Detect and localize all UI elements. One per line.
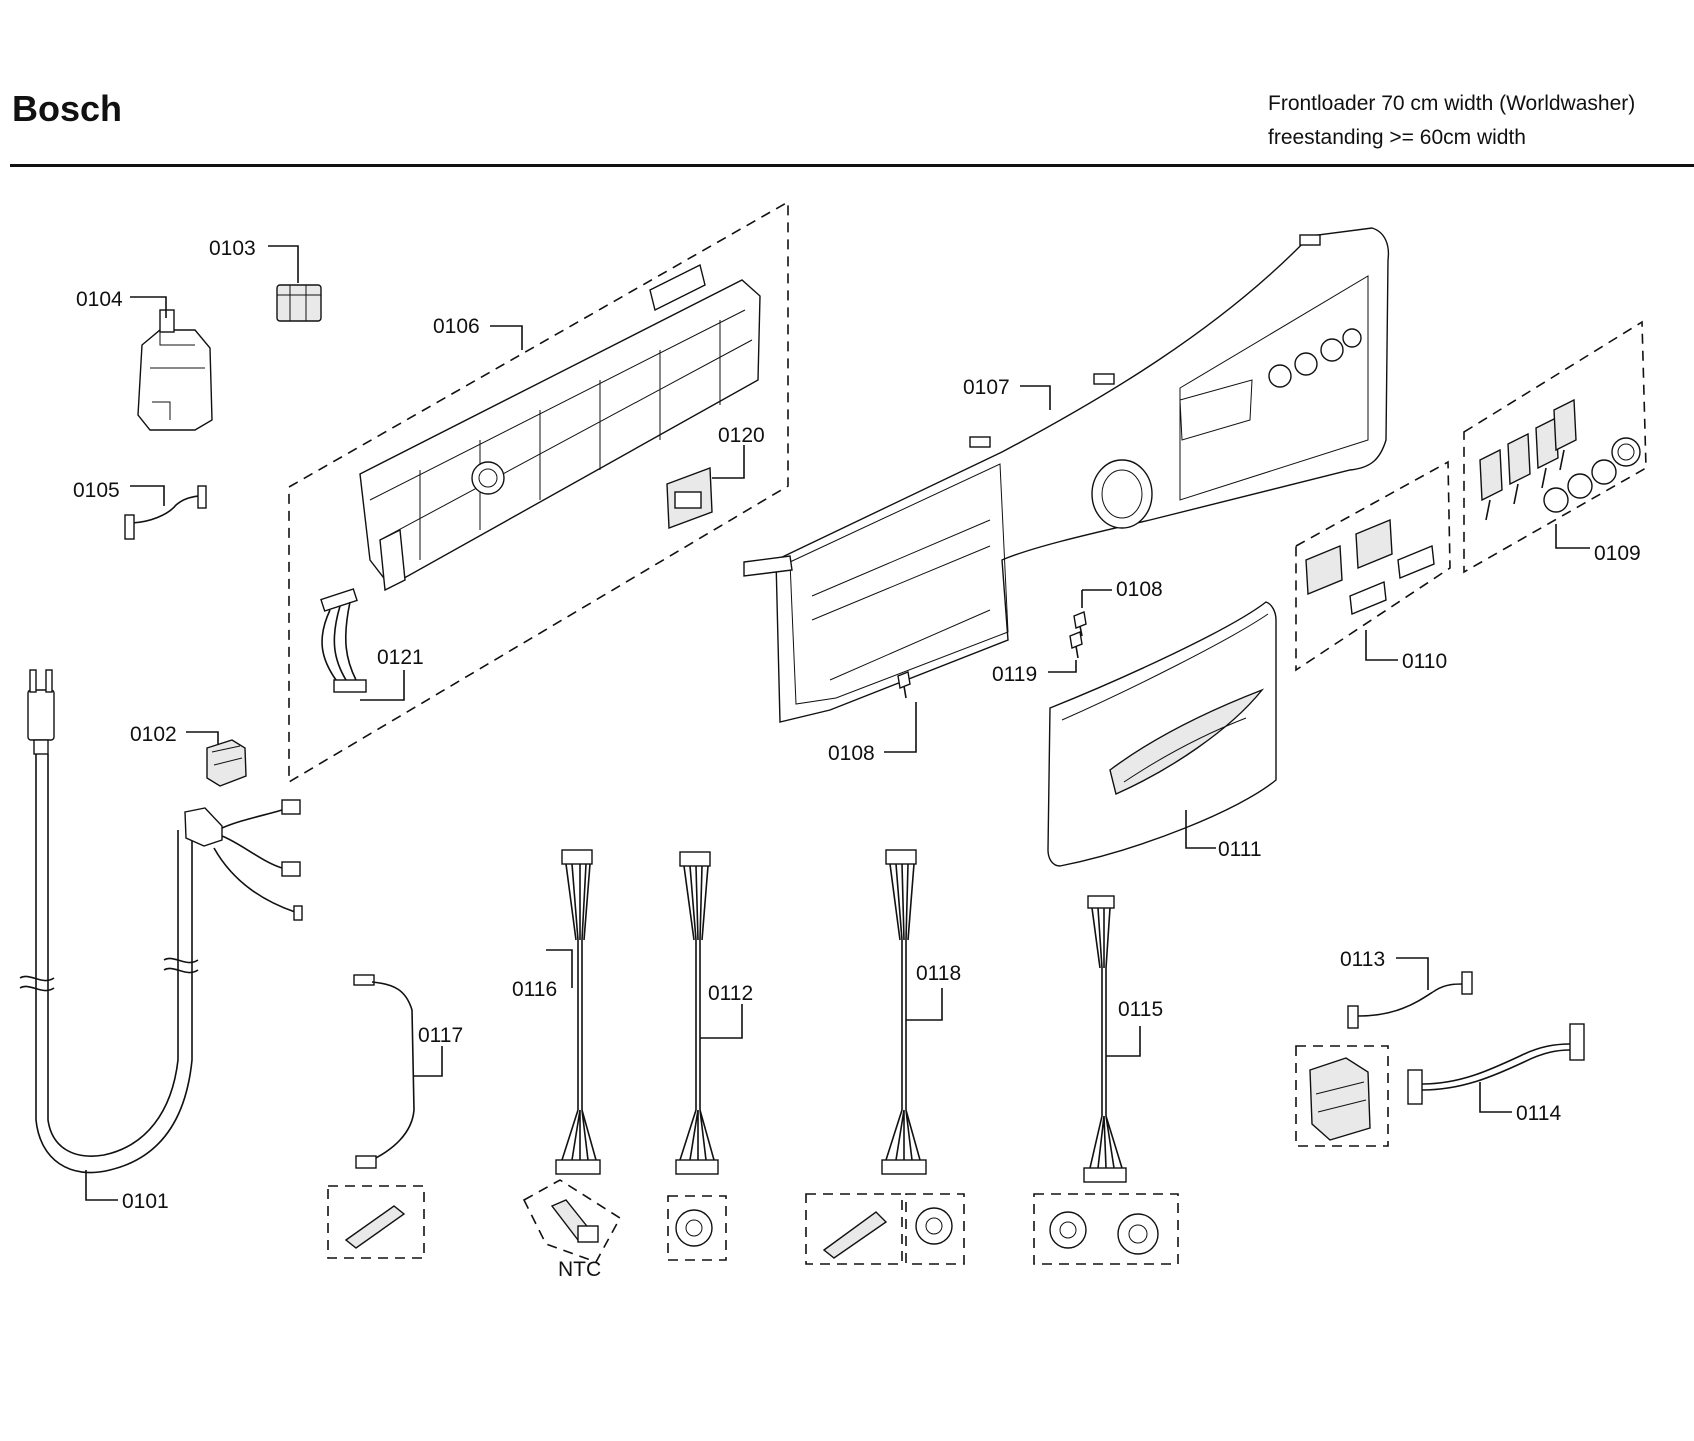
label-0116: 0116 [512,978,557,1001]
label-0121: 0121 [377,646,424,669]
inset-0114 [1295,1045,1389,1147]
label-0120: 0120 [718,424,765,447]
leader-0109 [1555,524,1590,549]
part-0118-drawing [881,849,927,1175]
part-0110-drawing [1305,518,1435,616]
header-divider [10,164,1694,167]
inset-0117-component [344,1205,406,1249]
label-0112: 0112 [708,982,753,1005]
inset-0115 [1033,1193,1179,1265]
part-0111-drawing [1047,601,1277,867]
inset-0118-right-component [915,1207,953,1245]
part-0120-drawing [666,467,713,529]
leader-0117 [414,1046,443,1077]
label-0101: 0101 [122,1190,169,1213]
part-0119-drawing [1069,631,1083,659]
label-0108-upper: 0108 [1116,578,1163,601]
leader-0112 [700,1004,743,1039]
label-0107: 0107 [963,376,1010,399]
label-0113: 0113 [1340,948,1385,971]
part-0102-drawing [206,739,247,787]
leader-0115 [1106,1026,1141,1057]
label-0102: 0102 [130,723,177,746]
leader-0118 [906,988,943,1021]
part-0104-drawing [137,309,213,431]
leader-0119 [1048,660,1077,673]
label-0114: 0114 [1516,1102,1561,1125]
label-0103: 0103 [209,237,256,260]
inset-0115-component [1049,1211,1159,1255]
leader-0121 [360,670,405,701]
part-0114-drawing [1407,1023,1585,1105]
leader-0102 [186,731,219,745]
label-ntc: NTC [558,1258,601,1281]
inset-0112 [667,1195,727,1261]
leader-0104 [130,296,167,318]
leader-0106 [490,325,523,350]
label-0108-lower: 0108 [828,742,875,765]
leader-0108-lower [884,702,917,753]
label-0106: 0106 [433,315,480,338]
leader-0103 [268,245,299,283]
part-0107-drawing [743,227,1390,723]
part-0112-drawing [675,851,719,1175]
part-0103-drawing [276,284,322,322]
brand-title: Bosch [12,88,123,129]
leader-0113 [1396,957,1429,990]
label-0110: 0110 [1402,650,1447,673]
part-0121-drawing [320,588,367,693]
group-outline-control-module [288,200,789,784]
part-0108-upper-drawing [1073,611,1087,637]
leader-0116 [546,949,573,988]
label-0119: 0119 [992,663,1037,686]
label-0117: 0117 [418,1024,463,1047]
part-0115-drawing [1083,895,1127,1183]
label-0105: 0105 [73,479,120,502]
label-0104: 0104 [76,288,123,311]
part-0109-drawing [1479,398,1641,521]
model-description-line-2: freestanding >= 60cm width [1268,126,1526,149]
leader-0108-upper [1081,589,1112,608]
leader-0105 [130,485,165,506]
leader-0107 [1020,385,1051,410]
inset-ntc [522,1179,622,1263]
label-0115: 0115 [1118,998,1163,1021]
part-0105-drawing [124,485,207,540]
inset-0112-component [675,1209,713,1247]
model-description-line-1: Frontloader 70 cm width (Worldwasher) [1268,92,1636,115]
part-0117-drawing [353,974,415,1169]
label-0109: 0109 [1594,542,1641,565]
inset-0114-component [1309,1057,1371,1141]
leader-0101 [85,1170,118,1201]
inset-0118-right [905,1193,965,1265]
group-outline-0110 [1295,460,1451,672]
leader-0120 [712,445,745,479]
inset-0118-left [805,1193,903,1265]
part-0101-drawing [19,669,303,1174]
leader-0114 [1479,1082,1512,1113]
label-0118: 0118 [916,962,961,985]
part-0108-lower-drawing [897,671,911,699]
group-outline-0109 [1463,320,1647,574]
inset-0118-left-component [822,1211,888,1259]
part-0116-drawing [555,849,601,1175]
inset-ntc-component [550,1199,599,1243]
leader-0110 [1365,630,1398,661]
leader-0111 [1185,810,1216,849]
part-0113-drawing [1347,971,1473,1029]
part-0106-drawing [359,263,761,592]
label-0111: 0111 [1218,838,1262,861]
